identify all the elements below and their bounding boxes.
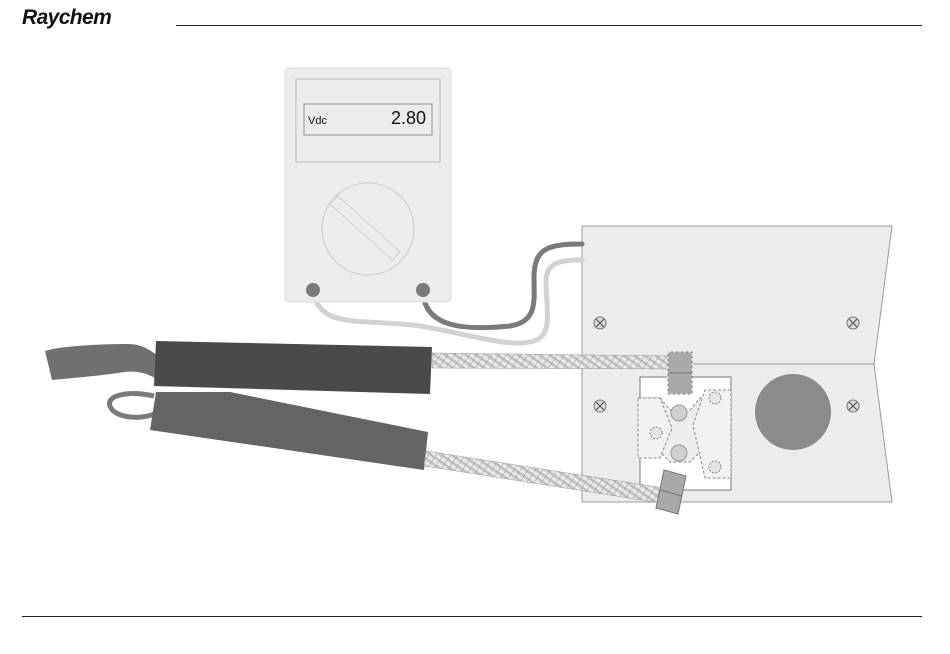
cable-end-outer-jacket — [45, 344, 158, 380]
ground-braid-upper — [432, 353, 672, 369]
junction-box-base — [582, 364, 892, 502]
input-jack-v — [416, 283, 430, 297]
selector-dial — [322, 183, 414, 275]
input-jack-com — [306, 283, 320, 297]
cable-jacket-dark — [154, 341, 432, 394]
heating-cable-lower — [109, 392, 664, 503]
junction-box-lid — [582, 226, 892, 364]
screw-icon — [847, 400, 859, 412]
heating-cable-upper — [45, 341, 672, 394]
screw-icon — [594, 400, 606, 412]
meter-unit-label: Vdc — [308, 115, 327, 127]
screw-icon — [594, 317, 606, 329]
screw-icon — [847, 317, 859, 329]
multimeter: Vdc 2.80 — [285, 68, 451, 302]
conductor-loop — [109, 394, 154, 418]
meter-reading: 2.80 — [391, 108, 426, 128]
cable-jacket-mid — [150, 392, 428, 470]
cable-knockout — [755, 374, 831, 450]
crimp-connector-upper — [668, 352, 692, 394]
